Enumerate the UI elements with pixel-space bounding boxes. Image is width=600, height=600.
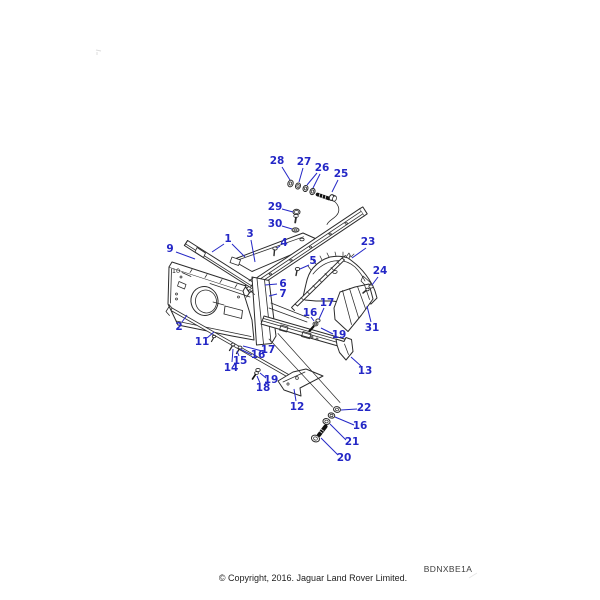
callout-leader-21 xyxy=(329,423,347,441)
callout-28: 28 xyxy=(270,155,285,167)
callout-31: 31 xyxy=(365,322,380,334)
callout-9: 9 xyxy=(166,243,173,255)
callout-16: 16 xyxy=(303,307,318,319)
callout-leader-29 xyxy=(281,208,294,213)
bracket-bolt xyxy=(251,367,261,380)
callout-leader-4 xyxy=(276,245,281,249)
callout-16: 16 xyxy=(353,420,368,432)
callout-3: 3 xyxy=(246,228,253,240)
callout-leader-1 xyxy=(231,243,246,258)
callout-2: 2 xyxy=(175,321,182,333)
callout-leader-12 xyxy=(293,388,297,402)
line-art xyxy=(165,179,378,443)
callout-23: 23 xyxy=(361,236,376,248)
callout-14: 14 xyxy=(224,362,239,374)
faint-print-marks xyxy=(95,49,478,579)
callout-leader-30 xyxy=(281,225,293,230)
callout-18: 18 xyxy=(256,382,271,394)
callout-1: 1 xyxy=(224,233,231,245)
callout-20: 20 xyxy=(337,452,352,464)
callout-13: 13 xyxy=(358,365,373,377)
callout-leader-27 xyxy=(298,167,304,183)
callout-leader-16 xyxy=(310,316,315,322)
callout-22: 22 xyxy=(357,402,372,414)
diagram-code: BDNXBE1A xyxy=(423,564,473,574)
callout-16: 16 xyxy=(251,349,266,361)
upper-fastener-stack xyxy=(287,179,340,225)
callout-leader-22 xyxy=(340,408,358,411)
inline-part-label-10: 10 xyxy=(172,267,180,275)
bolt-29-washer-30 xyxy=(291,208,301,233)
lower-fastener-stack xyxy=(310,406,341,443)
callout-leader-25 xyxy=(331,179,339,193)
callout-17: 17 xyxy=(320,297,335,309)
callout-leader-3 xyxy=(250,239,256,263)
callout-24: 24 xyxy=(373,265,388,277)
callout-leader-7 xyxy=(268,293,278,297)
callout-6: 6 xyxy=(279,278,286,290)
callout-5: 5 xyxy=(309,255,316,267)
bulkhead-top-rail xyxy=(183,240,255,288)
copyright-text: © Copyright, 2016. Jaguar Land Rover Lim… xyxy=(218,573,408,583)
mounting-bracket xyxy=(277,368,324,397)
callout-leader-5 xyxy=(299,264,310,270)
callout-29: 29 xyxy=(268,201,283,213)
callout-12: 12 xyxy=(290,401,305,413)
callout-leader-23 xyxy=(351,247,367,259)
toe-panel-edges xyxy=(268,302,310,323)
callout-leader-19 xyxy=(259,372,267,379)
callout-leader-16 xyxy=(334,416,355,426)
callout-leader-11 xyxy=(206,331,215,339)
callout-leader-1 xyxy=(211,243,225,253)
callout-leader-2 xyxy=(181,314,188,323)
callout-25: 25 xyxy=(334,168,349,180)
bulkhead-assembly xyxy=(165,261,255,341)
callout-leader-14 xyxy=(231,348,234,363)
callout-4: 4 xyxy=(280,237,287,249)
callout-19: 19 xyxy=(332,329,347,341)
callout-leader-19 xyxy=(320,327,334,335)
callout-17: 17 xyxy=(261,344,276,356)
callout-leader-6 xyxy=(264,283,278,286)
callout-leader-18 xyxy=(256,375,261,384)
callout-19: 19 xyxy=(264,374,279,386)
callout-leader-17 xyxy=(242,345,263,352)
callout-leader-28 xyxy=(281,166,291,181)
callout-30: 30 xyxy=(268,218,283,230)
callout-11: 11 xyxy=(195,336,210,348)
callout-leader-17 xyxy=(318,307,325,320)
pillar-post xyxy=(248,276,277,346)
channel-bolt xyxy=(308,318,321,333)
support-strip xyxy=(291,255,346,311)
callout-26: 26 xyxy=(315,162,330,174)
closing-panel xyxy=(333,283,374,332)
floor-channel xyxy=(260,315,354,361)
strip-bolts xyxy=(210,334,243,355)
callout-leader-13 xyxy=(350,356,362,367)
callout-leader-16 xyxy=(239,348,253,356)
callout-leader-20 xyxy=(320,437,339,456)
scuttle-rail xyxy=(244,206,368,298)
callout-leader-24 xyxy=(371,276,379,286)
inline-label-leader xyxy=(181,272,192,277)
callout-7: 7 xyxy=(279,288,286,300)
arch-bolt xyxy=(362,284,374,294)
callout-21: 21 xyxy=(345,436,360,448)
callout-leader-9 xyxy=(175,251,196,260)
callout-leader-15 xyxy=(236,350,240,357)
bolt-centerlines xyxy=(268,333,341,408)
callout-15: 15 xyxy=(233,355,248,367)
callout-leader-26 xyxy=(312,173,321,189)
callout-leader-31 xyxy=(366,305,372,323)
callout-leader-26 xyxy=(306,172,318,186)
callout-27: 27 xyxy=(297,156,312,168)
small-bolts xyxy=(272,246,301,277)
